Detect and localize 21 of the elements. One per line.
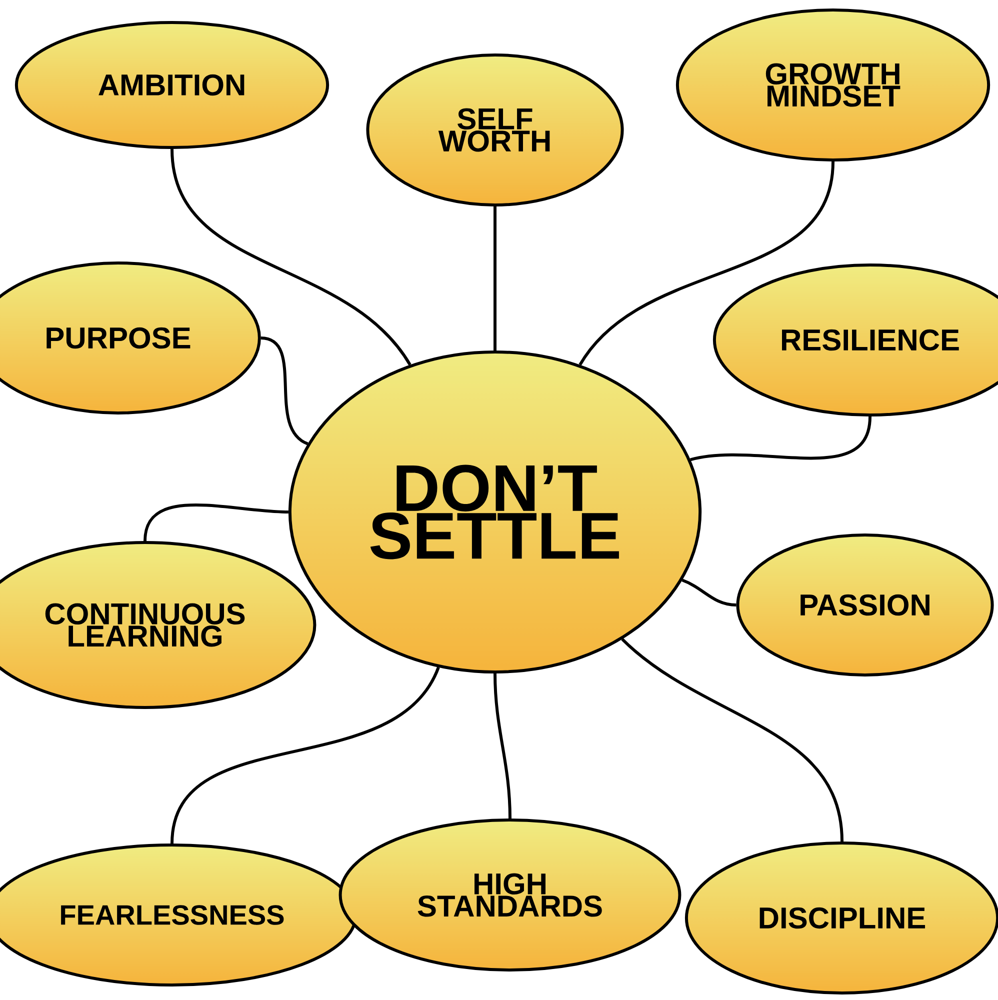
bubble: SELF WORTH bbox=[366, 53, 624, 206]
bubble: FEARLESSNESS bbox=[0, 844, 358, 986]
bubble: DON’T SETTLE bbox=[288, 350, 702, 674]
connector bbox=[682, 578, 736, 606]
bubble: PASSION bbox=[736, 534, 994, 676]
bubble: AMBITION bbox=[14, 20, 330, 149]
connector bbox=[260, 336, 308, 446]
connector bbox=[170, 666, 440, 844]
bubble: GROWTH MINDSET bbox=[676, 8, 990, 162]
bubble: PURPOSE bbox=[0, 262, 261, 414]
connector bbox=[621, 638, 844, 842]
connector bbox=[170, 148, 412, 366]
connector bbox=[144, 504, 288, 542]
connector bbox=[494, 673, 512, 819]
bubble: RESILIENCE bbox=[712, 264, 998, 416]
bubble: DISCIPLINE bbox=[684, 842, 998, 994]
bubble: HIGH STANDARDS bbox=[338, 818, 682, 972]
connector bbox=[494, 206, 496, 350]
bubble: CONTINUOUS LEARNING bbox=[0, 541, 316, 709]
connector bbox=[578, 161, 834, 366]
connector bbox=[690, 416, 872, 462]
